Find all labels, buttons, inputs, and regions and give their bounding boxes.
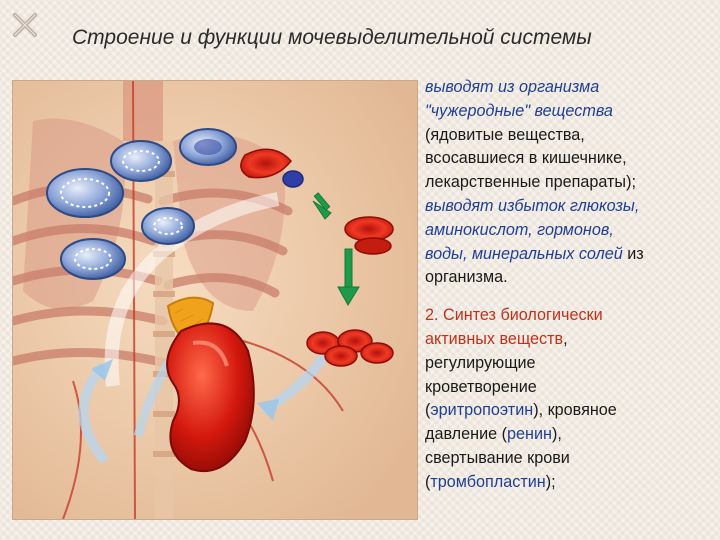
description-text: выводят из организма "чужеродные" вещест… bbox=[425, 76, 715, 495]
text-segment: кроветворение bbox=[425, 377, 537, 396]
text-segment: регулирующие bbox=[425, 353, 536, 372]
text-segment: выводят избыток глюкозы, bbox=[425, 196, 640, 215]
text-segment: эритропоэтин bbox=[430, 401, 534, 420]
text-segment: ( bbox=[425, 401, 431, 420]
text-segment: всосавшиеся в кишечнике, bbox=[425, 149, 627, 168]
text-segment: аминокислот, гормонов, bbox=[425, 220, 614, 239]
text-segment: 2. Синтез биологически bbox=[425, 306, 603, 325]
text-segment: ( bbox=[425, 472, 431, 491]
slide-title: Строение и функции мочевыделительной сис… bbox=[72, 26, 592, 49]
text-segment: активных веществ bbox=[425, 329, 564, 348]
kidney-illustration bbox=[166, 322, 255, 473]
text-segment: "чужеродные" вещества bbox=[425, 101, 613, 120]
text-segment: (ядовитые вещества, bbox=[425, 125, 585, 144]
text-segment: воды, минеральных солей bbox=[425, 244, 623, 263]
text-segment: ренин bbox=[507, 425, 552, 444]
text-segment: ), кровяное bbox=[533, 401, 617, 420]
text-segment: лекарственные препараты); bbox=[425, 173, 636, 192]
text-segment: свертывание крови bbox=[425, 448, 570, 467]
text-segment: ); bbox=[545, 472, 556, 491]
text-segment: давление ( bbox=[425, 425, 507, 444]
decorative-x-icon bbox=[13, 13, 37, 37]
text-segment: из bbox=[622, 244, 644, 263]
text-segment: организма. bbox=[425, 268, 508, 287]
paragraph-excretion: выводят из организма "чужеродные" вещест… bbox=[425, 76, 715, 290]
text-segment: ), bbox=[551, 425, 562, 444]
text-segment: тромбопластин bbox=[430, 472, 546, 491]
paragraph-synthesis: 2. Синтез биологически активных веществ,… bbox=[425, 304, 715, 494]
anatomy-illustration bbox=[12, 80, 418, 520]
text-segment: выводят из организма bbox=[425, 78, 600, 96]
text-segment: , bbox=[563, 329, 568, 348]
